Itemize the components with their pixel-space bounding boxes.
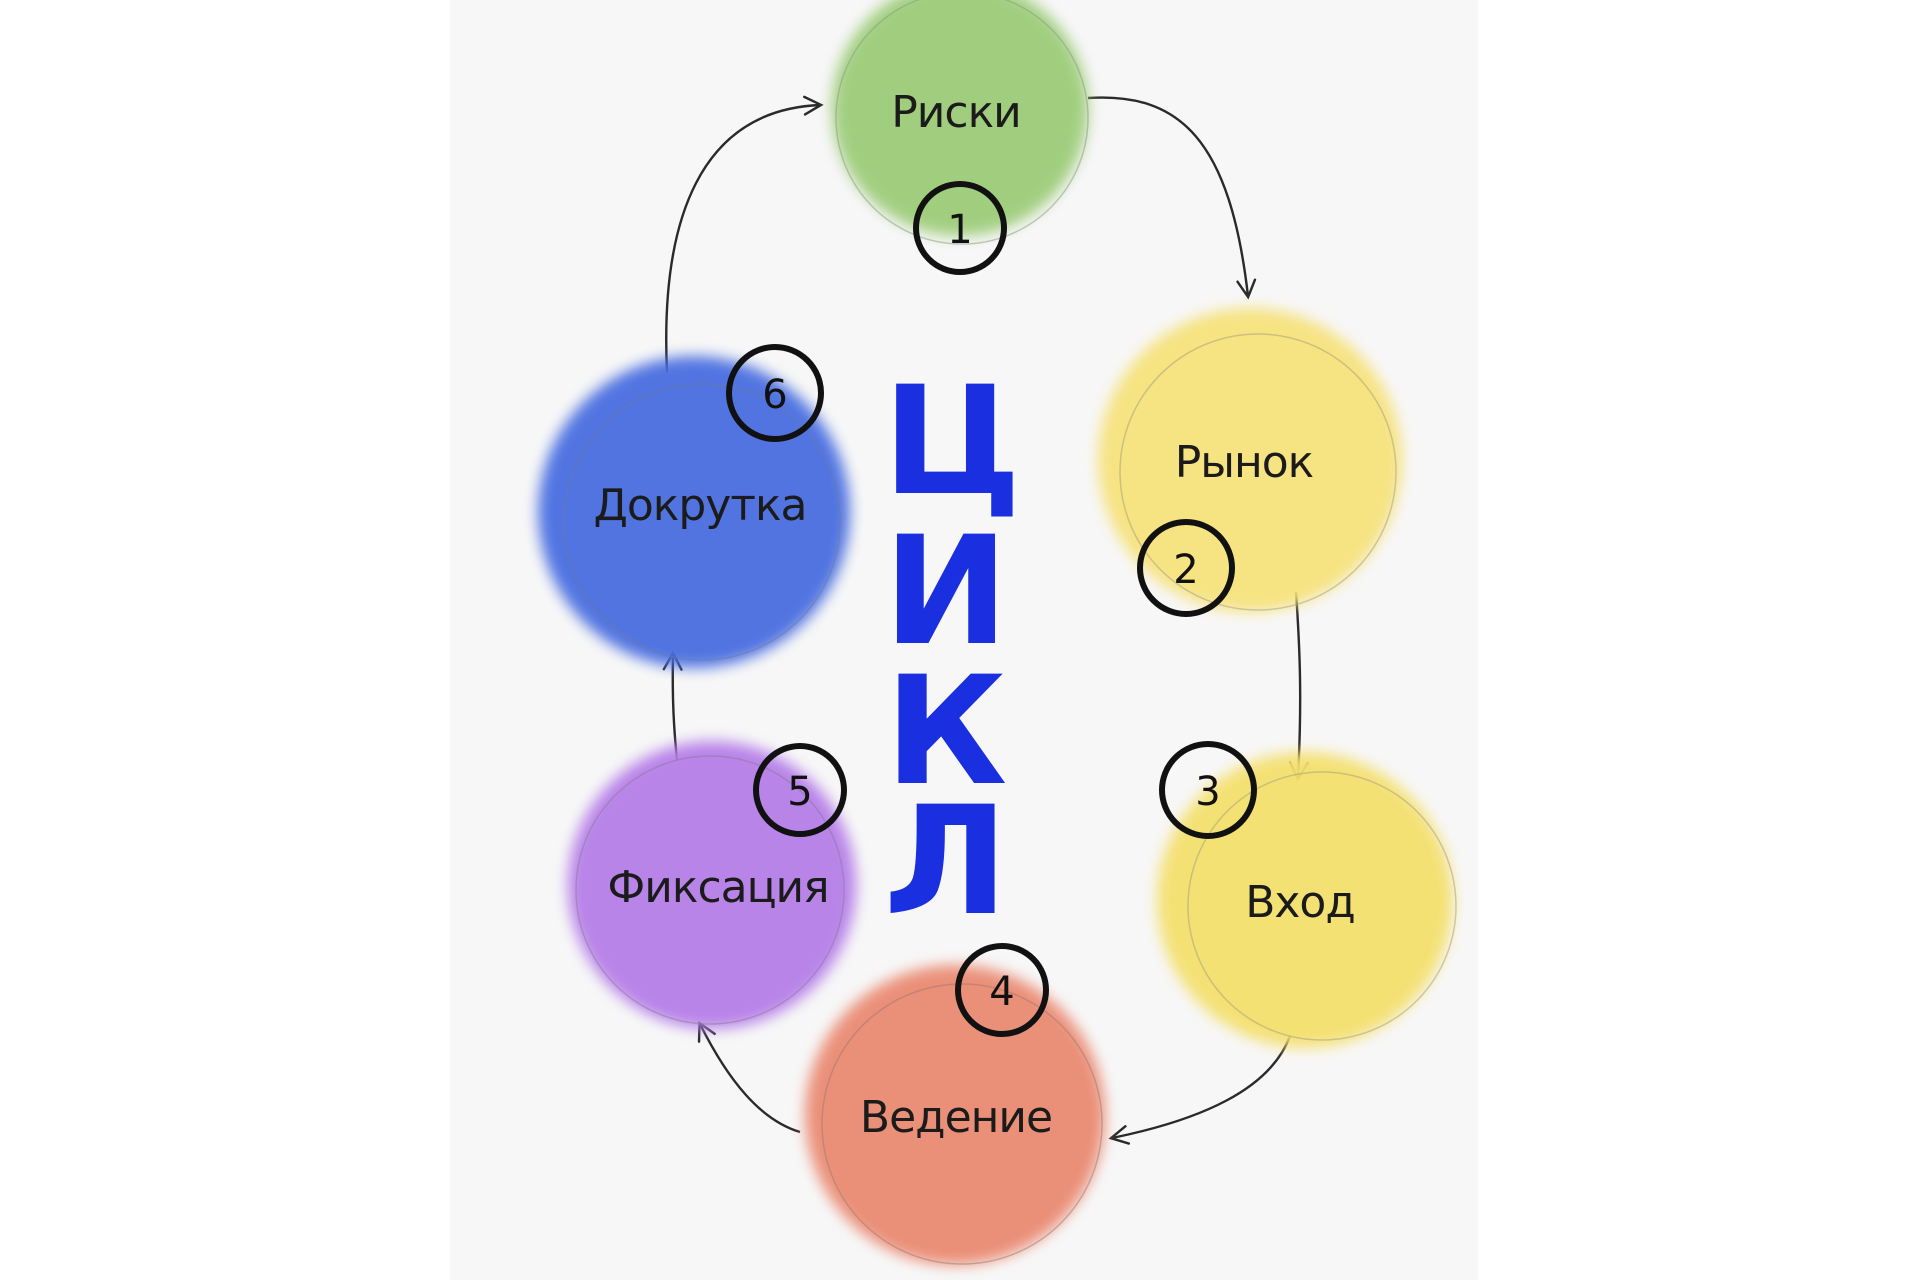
step-badge-1 — [913, 181, 1007, 275]
step-badge-3-number: 3 — [1195, 769, 1220, 815]
step-node-4-blob — [805, 965, 1105, 1265]
step-node-4: Ведение 4 — [805, 943, 1105, 1265]
step-node-2: Рынок 2 — [1098, 308, 1402, 617]
arrow-5-to-6 — [662, 650, 683, 761]
step-node-5-blob — [568, 741, 856, 1029]
step-node-5: Фиксация 5 — [568, 741, 856, 1029]
step-badge-4-number: 4 — [989, 969, 1014, 1015]
step-badge-2-number: 2 — [1173, 547, 1198, 593]
step-node-3-blob — [1157, 752, 1453, 1048]
arrow-1-to-2 — [1087, 96, 1257, 300]
step-node-4-outline — [821, 983, 1103, 1265]
arrow-6-to-1 — [665, 95, 824, 373]
step-node-2-blob — [1098, 308, 1402, 612]
title-letter-1: Ц — [882, 355, 1021, 529]
step-node-1-outline — [835, 0, 1089, 245]
title-letter-4: Л — [884, 775, 1009, 949]
step-node-5-label: Фиксация — [607, 862, 828, 913]
title-letter-2: И — [883, 505, 1009, 679]
step-badge-5-number: 5 — [787, 769, 812, 815]
step-node-5-outline — [575, 755, 845, 1025]
step-node-1: Риски 1 — [832, 0, 1089, 275]
step-badge-6 — [726, 344, 824, 442]
step-node-6-label: Докрутка — [593, 480, 806, 531]
arrow-2-to-3 — [1288, 591, 1309, 782]
step-badge-6-number: 6 — [762, 372, 787, 418]
arrow-3-to-4 — [1108, 1035, 1292, 1145]
step-badge-5 — [753, 743, 847, 837]
cycle-arrows — [662, 95, 1309, 1145]
step-node-4-label: Ведение — [860, 1092, 1052, 1143]
step-node-6: Докрутка 6 — [538, 344, 850, 668]
step-node-1-label: Риски — [891, 87, 1021, 138]
step-node-2-outline — [1119, 333, 1397, 611]
step-badge-2 — [1137, 519, 1235, 617]
cycle-title: Ц И К Л — [882, 355, 1021, 949]
step-badge-3 — [1159, 741, 1257, 839]
step-node-6-blob — [538, 356, 850, 668]
arrow-4-to-5 — [697, 1020, 801, 1134]
step-node-3-outline — [1187, 771, 1457, 1041]
step-node-1-blob — [832, 0, 1088, 236]
step-node-3-label: Вход — [1245, 877, 1355, 928]
step-node-3: Вход 3 — [1157, 741, 1457, 1048]
step-node-2-label: Рынок — [1175, 437, 1314, 488]
step-badge-1-number: 1 — [947, 207, 972, 253]
step-node-6-outline — [563, 383, 841, 661]
title-letter-3: К — [885, 645, 1008, 819]
step-badge-4 — [955, 943, 1049, 1037]
